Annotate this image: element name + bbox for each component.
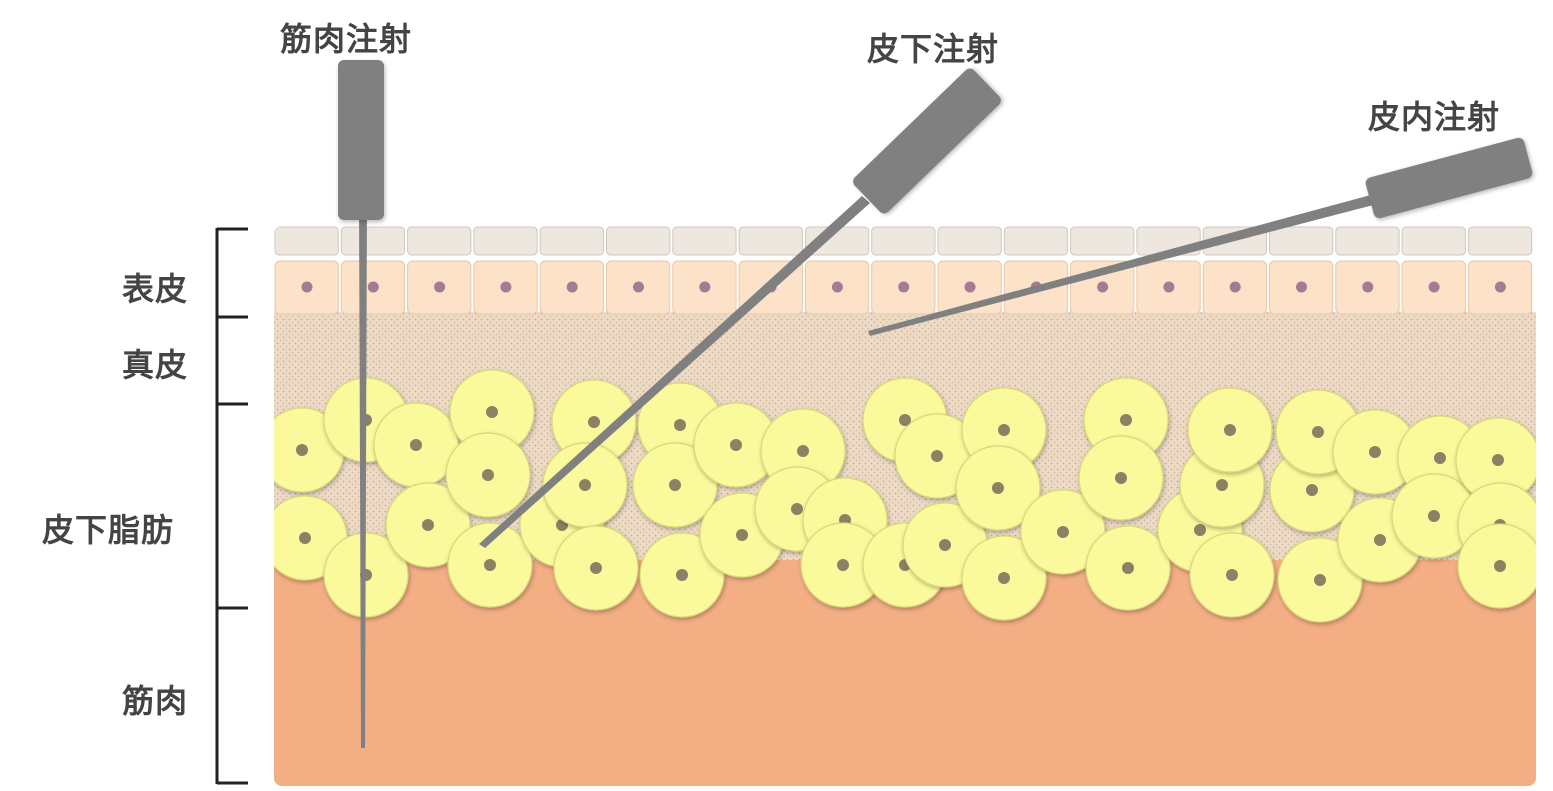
epidermis-nucleus [1230,282,1241,293]
stratum-corneum [275,227,1532,255]
fat-nucleus [1306,484,1318,496]
epidermis-cells [275,261,1532,314]
fat-nucleus [674,419,686,431]
epidermis-nucleus [965,282,976,293]
epidermis-nucleus [1163,282,1174,293]
intramuscular-injection-label: 筋肉注射 [280,14,412,60]
fat-nucleus [1224,424,1236,436]
muscle-label: 筋肉 [122,676,188,722]
fat-nucleus [1226,569,1238,581]
fat-nucleus [1369,446,1381,458]
fat-nucleus [939,539,951,551]
corneum-cell [474,227,537,255]
fat-nucleus [590,562,602,574]
subcutaneous-fat-label: 皮下脂肪 [42,505,174,551]
fat-nucleus [730,439,742,451]
epidermis-nucleus [699,282,710,293]
fat-nucleus [482,469,494,481]
fat-nucleus [676,569,688,581]
fat-nucleus [484,559,496,571]
fat-nucleus [837,559,849,571]
corneum-cell [275,227,338,255]
fat-nucleus [410,439,422,451]
epidermis-nucleus [1495,282,1506,293]
fat-nucleus [1492,454,1504,466]
corneum-cell [607,227,670,255]
epidermis-nucleus [832,282,843,293]
fat-nucleus [736,529,748,541]
corneum-cell [1071,227,1134,255]
epidermis-nucleus [1097,282,1108,293]
fat-nucleus [1494,560,1506,572]
fat-nucleus [299,532,311,544]
epidermis-label: 表皮 [122,264,188,310]
epidermis-nucleus [302,282,313,293]
fat-nucleus [588,416,600,428]
epidermis-nucleus [1362,282,1373,293]
corneum-cell [872,227,935,255]
fat-nucleus [1216,479,1228,491]
corneum-cell [540,227,603,255]
dermis-label: 真皮 [122,340,188,386]
fat-nucleus [791,503,803,515]
fat-nucleus [797,445,809,457]
epidermis-nucleus [633,282,644,293]
layer-bracket [217,228,248,784]
corneum-cell [938,227,1001,255]
epidermis-nucleus [368,282,379,293]
fat-nucleus [1374,534,1386,546]
subcutaneous-injection-label: 皮下注射 [867,24,999,70]
corneum-cell [341,227,404,255]
epidermis-nucleus [898,282,909,293]
fat-nucleus [1194,524,1206,536]
corneum-cell [1270,227,1333,255]
intradermal-injection-label: 皮内注射 [1368,92,1500,138]
corneum-cell [1004,227,1067,255]
fat-nucleus [992,482,1004,494]
fat-nucleus [1057,526,1069,538]
fat-nucleus [1428,510,1440,522]
corneum-cell [1468,227,1531,255]
fat-nucleus [1312,426,1324,438]
epidermis-nucleus [434,282,445,293]
corneum-cell [1336,227,1399,255]
fat-nucleus [931,450,943,462]
fat-nucleus [998,572,1010,584]
fat-nucleus [486,406,498,418]
fat-nucleus [669,479,681,491]
epidermis-nucleus [500,282,511,293]
fat-nucleus [1120,414,1132,426]
corneum-cell [1402,227,1465,255]
epidermis-nucleus [1429,282,1440,293]
fat-nucleus [1115,472,1127,484]
fat-nucleus [422,519,434,531]
corneum-cell [739,227,802,255]
fat-nucleus [1122,562,1134,574]
fat-nucleus [998,424,1010,436]
fat-nucleus [579,479,591,491]
corneum-cell [673,227,736,255]
corneum-cell [408,227,471,255]
epidermis-nucleus [567,282,578,293]
fat-nucleus [1434,452,1446,464]
epidermis-nucleus [1296,282,1307,293]
fat-nucleus [296,444,308,456]
fat-nucleus [1314,574,1326,586]
